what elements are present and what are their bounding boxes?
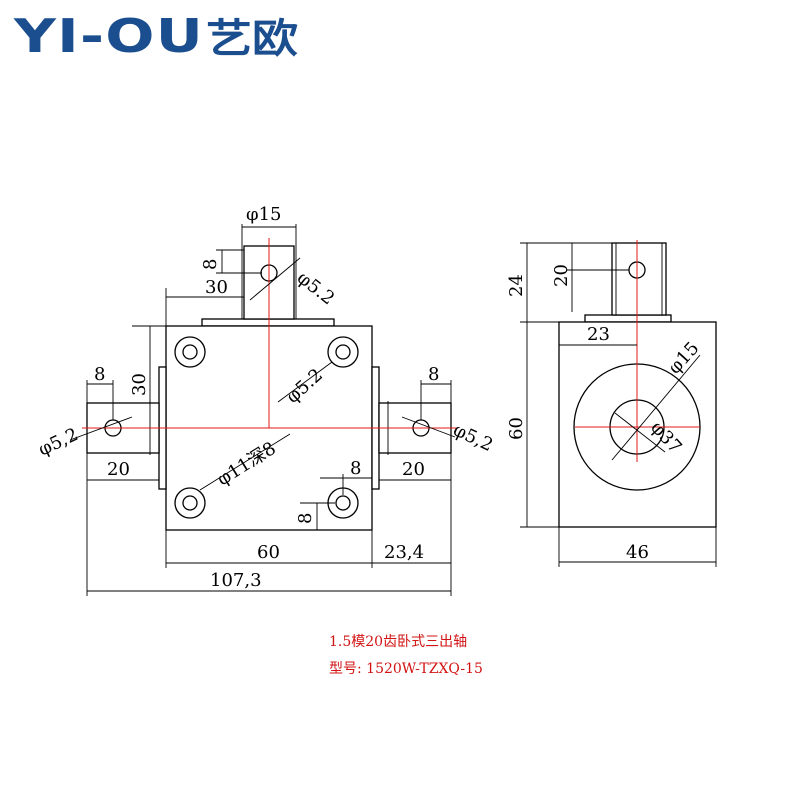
dim-right-extension: 23,4 [384, 542, 424, 563]
caption-title: 1.5模20齿卧式三出轴 [329, 634, 467, 650]
dim-side-hole-offset: 20 [551, 264, 572, 287]
dim-overall-width: 107,3 [210, 570, 262, 591]
logo-latin: YI-OU [13, 9, 204, 63]
mount-hole-tl [174, 336, 206, 368]
logo-chinese: 艺欧 [206, 16, 298, 62]
dim-side-shaft-height: 24 [506, 274, 527, 297]
dim-corner-hole-y: 8 [295, 513, 316, 524]
dim-right-hole-offset: 8 [428, 364, 439, 385]
front-view [69, 224, 458, 596]
dim-top-shaft-dia: φ15 [246, 204, 282, 225]
side-top-shaft [611, 242, 667, 316]
dim-side-body-height: 60 [506, 417, 527, 440]
dim-left-hole-offset: 8 [94, 364, 105, 385]
dim-top-shaft-position: 30 [205, 277, 228, 298]
top-flange [201, 318, 335, 327]
dim-top-hole-dia: φ5.2 [293, 267, 338, 309]
dim-left-shaft-height: 30 [129, 373, 150, 396]
dim-left-hole-dia: φ5,2 [35, 424, 81, 460]
front-view-labels: φ15 8 φ5.2 30 30 8 φ5,2 20 φ5.2 φ11深8 8 … [35, 204, 496, 591]
brand-logo: YI-OU 艺欧 [13, 9, 298, 63]
dim-right-hole-dia: φ5,2 [450, 419, 496, 455]
mount-hole-bl [174, 487, 206, 519]
mount-hole-br [327, 487, 359, 519]
caption-model: 型号: 1520W-TZXQ-15 [329, 661, 483, 677]
dim-top-hole-offset: 8 [200, 259, 221, 270]
dim-right-shaft-len: 20 [402, 459, 425, 480]
dim-body-width: 60 [257, 542, 280, 563]
dim-left-shaft-len: 20 [107, 459, 130, 480]
mount-hole-tr [327, 336, 359, 368]
dim-side-body-width: 46 [626, 542, 649, 563]
caption: 1.5模20齿卧式三出轴 型号: 1520W-TZXQ-15 [329, 634, 483, 677]
dim-side-center-offset: 23 [587, 324, 610, 345]
dim-corner-hole-x: 8 [350, 458, 361, 479]
side-flange [584, 314, 672, 323]
side-view [520, 240, 717, 567]
